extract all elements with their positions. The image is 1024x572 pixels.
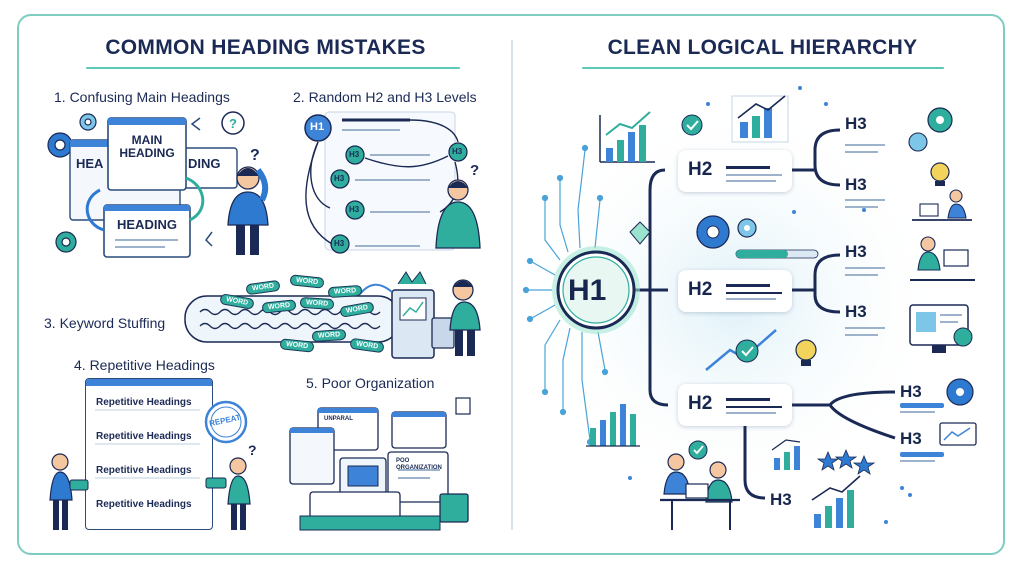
gear-icon <box>946 378 974 406</box>
h3-node: H3 <box>845 242 867 261</box>
svg-text:?: ? <box>470 162 479 179</box>
h3-node: H3 <box>900 429 922 448</box>
random-h1-text: H1 <box>310 121 325 133</box>
bar-chart-icon <box>731 95 789 143</box>
confused-person-icon <box>227 166 269 255</box>
gear-icon <box>737 218 757 238</box>
check-icon <box>681 114 703 136</box>
h3-node: H3 <box>770 490 792 509</box>
person-icon <box>205 457 251 530</box>
h3-node: H3 <box>845 114 867 133</box>
random-h3-text: H3 <box>334 239 345 248</box>
mistake-1-label: 1. Confusing Main Headings <box>54 89 230 105</box>
random-h3-text: H3 <box>349 205 360 214</box>
circuit-lines <box>522 144 609 446</box>
repetitive-item: Repetitive Headings <box>96 465 192 476</box>
h2-node: H2 <box>678 384 792 426</box>
person-icon <box>49 453 89 530</box>
repetitive-item: Repetitive Headings <box>96 397 192 408</box>
person-at-desk-icon <box>912 189 972 221</box>
gear-icon <box>79 113 97 131</box>
gear-icon <box>908 132 928 152</box>
right-title-underline <box>582 67 944 69</box>
svg-text:?: ? <box>248 442 257 458</box>
mistake-2-label: 2. Random H2 and H3 Levels <box>293 89 477 105</box>
main-heading-text: MAIN HEADING <box>119 133 175 160</box>
bar-chart-icon <box>599 111 655 163</box>
right-heading-text: DING <box>188 156 221 171</box>
h2-node: H2 <box>678 150 792 192</box>
h3-node: H3 <box>900 382 922 401</box>
unparallel-tag: UNPARAL <box>324 416 353 422</box>
lightbulb-icon <box>795 339 817 366</box>
gear-icon <box>927 107 953 133</box>
random-h3-text: H3 <box>334 174 345 183</box>
lightbulb-icon <box>930 162 950 186</box>
gear-icon <box>696 215 730 249</box>
random-h3-text: H3 <box>349 150 360 159</box>
svg-text:?: ? <box>229 116 237 131</box>
h3-node: H3 <box>845 302 867 321</box>
poor-org-tag: POO ORGANIZATION <box>396 458 442 471</box>
mistake-5-label: 5. Poor Organization <box>306 375 435 391</box>
question-bubble-icon <box>221 111 245 135</box>
repeat-stamp-icon <box>204 400 248 444</box>
random-h3-text: H3 <box>452 147 463 156</box>
repetitive-item: Repetitive Headings <box>96 431 192 442</box>
confused-person-icon <box>435 179 481 249</box>
repetitive-item: Repetitive Headings <box>96 499 192 510</box>
worker-person-icon <box>449 279 481 356</box>
hierarchy-connectors <box>630 128 896 500</box>
h2-node: H2 <box>678 270 792 312</box>
svg-text:?: ? <box>250 147 260 164</box>
h3-node: H3 <box>845 175 867 194</box>
bar-chart-icon <box>771 439 801 470</box>
right-title: CLEAN LOGICAL HIERARCHY <box>607 36 918 59</box>
bar-chart-icon <box>586 404 640 447</box>
left-title-underline <box>86 67 460 69</box>
monitor-icon <box>939 422 977 446</box>
repetitive-card: Repetitive Headings Repetitive Headings … <box>85 378 213 530</box>
person-at-desk-icon <box>910 236 975 281</box>
center-divider <box>511 40 513 530</box>
bar-chart-icon <box>811 475 861 528</box>
back-heading-text: HEA <box>76 156 104 171</box>
gear-icon <box>55 231 77 253</box>
people-at-desk-icon <box>660 453 740 530</box>
stars-icon <box>816 448 876 475</box>
monitor-icon <box>909 304 973 353</box>
left-title: COMMON HEADING MISTAKES <box>105 36 426 59</box>
mistake-3-label: 3. Keyword Stuffing <box>44 315 166 331</box>
bottom-heading-text: HEADING <box>117 217 177 232</box>
h1-node: H1 <box>568 274 607 307</box>
mistake-4-label: 4. Repetitive Headings <box>74 357 215 373</box>
